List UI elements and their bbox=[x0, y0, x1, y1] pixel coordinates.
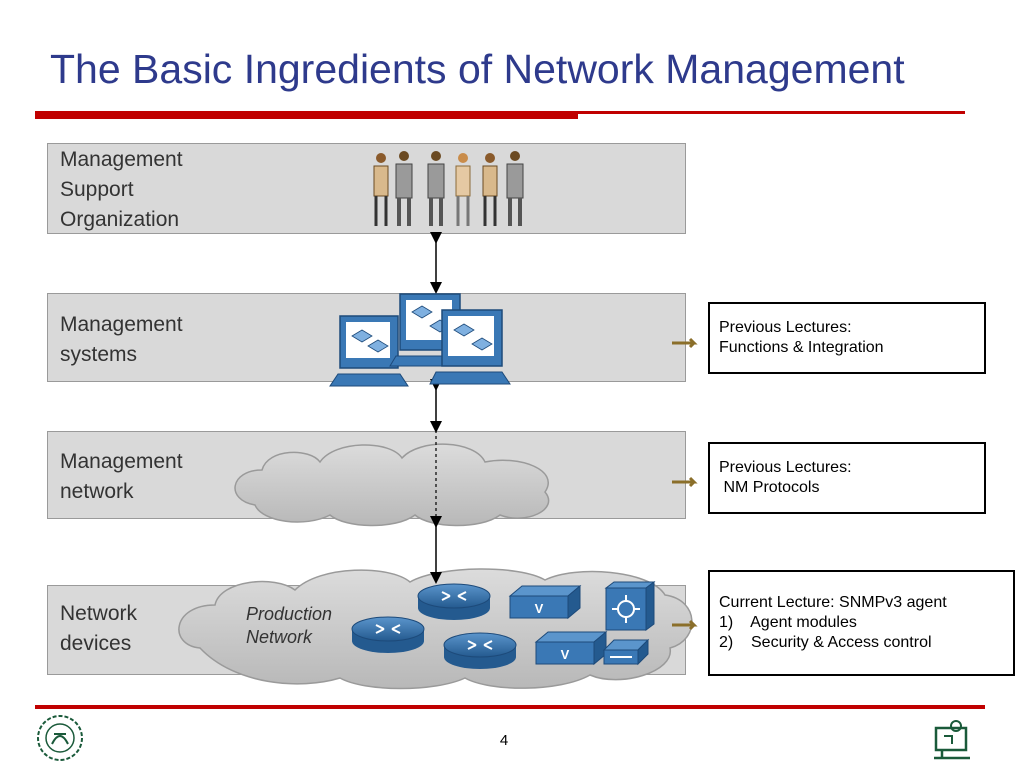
callout-line: 1) Agent modules bbox=[719, 614, 857, 631]
management-network-cloud bbox=[234, 443, 550, 527]
layer-band-support-organization bbox=[47, 143, 686, 234]
callout-previous-functions: Previous Lectures: Functions & Integrati… bbox=[708, 302, 986, 374]
layer-label-management-systems: Management systems bbox=[60, 313, 183, 366]
page-number: 4 bbox=[499, 732, 509, 749]
switch-icon: V V bbox=[508, 581, 656, 666]
slide-title: The Basic Ingredients of Network Managem… bbox=[50, 46, 905, 92]
callout-line: Previous Lectures: bbox=[719, 459, 852, 476]
university-seal-logo bbox=[37, 715, 83, 761]
callout-current-lecture: Current Lecture: SNMPv3 agent 1) Agent m… bbox=[708, 570, 1015, 676]
callout-line: 2) Security & Access control bbox=[719, 634, 932, 651]
title-rule-thick bbox=[35, 111, 578, 119]
department-logo bbox=[934, 720, 970, 760]
people-group-icon bbox=[373, 151, 524, 226]
svg-text:V: V bbox=[561, 647, 570, 662]
callout-line: NM Protocols bbox=[719, 479, 820, 496]
svg-text:V: V bbox=[535, 601, 544, 616]
router-icon bbox=[351, 583, 517, 669]
callout-line: Previous Lectures: bbox=[719, 319, 852, 336]
callout-arrows bbox=[672, 337, 698, 631]
workstation-icon bbox=[329, 293, 511, 387]
layer-label-management-network: Management network bbox=[60, 450, 183, 503]
layer-label-support-organization: Management Support Organization bbox=[60, 148, 183, 231]
callout-line: Current Lecture: SNMPv3 agent bbox=[719, 594, 947, 611]
title-rule-thin bbox=[578, 111, 965, 114]
production-network-label: Production Network bbox=[246, 604, 333, 647]
footer-rule bbox=[35, 705, 985, 709]
callout-line: Functions & Integration bbox=[719, 339, 884, 356]
layer-label-network-devices: Network devices bbox=[60, 602, 138, 655]
callout-previous-protocols: Previous Lectures: NM Protocols bbox=[708, 442, 986, 514]
